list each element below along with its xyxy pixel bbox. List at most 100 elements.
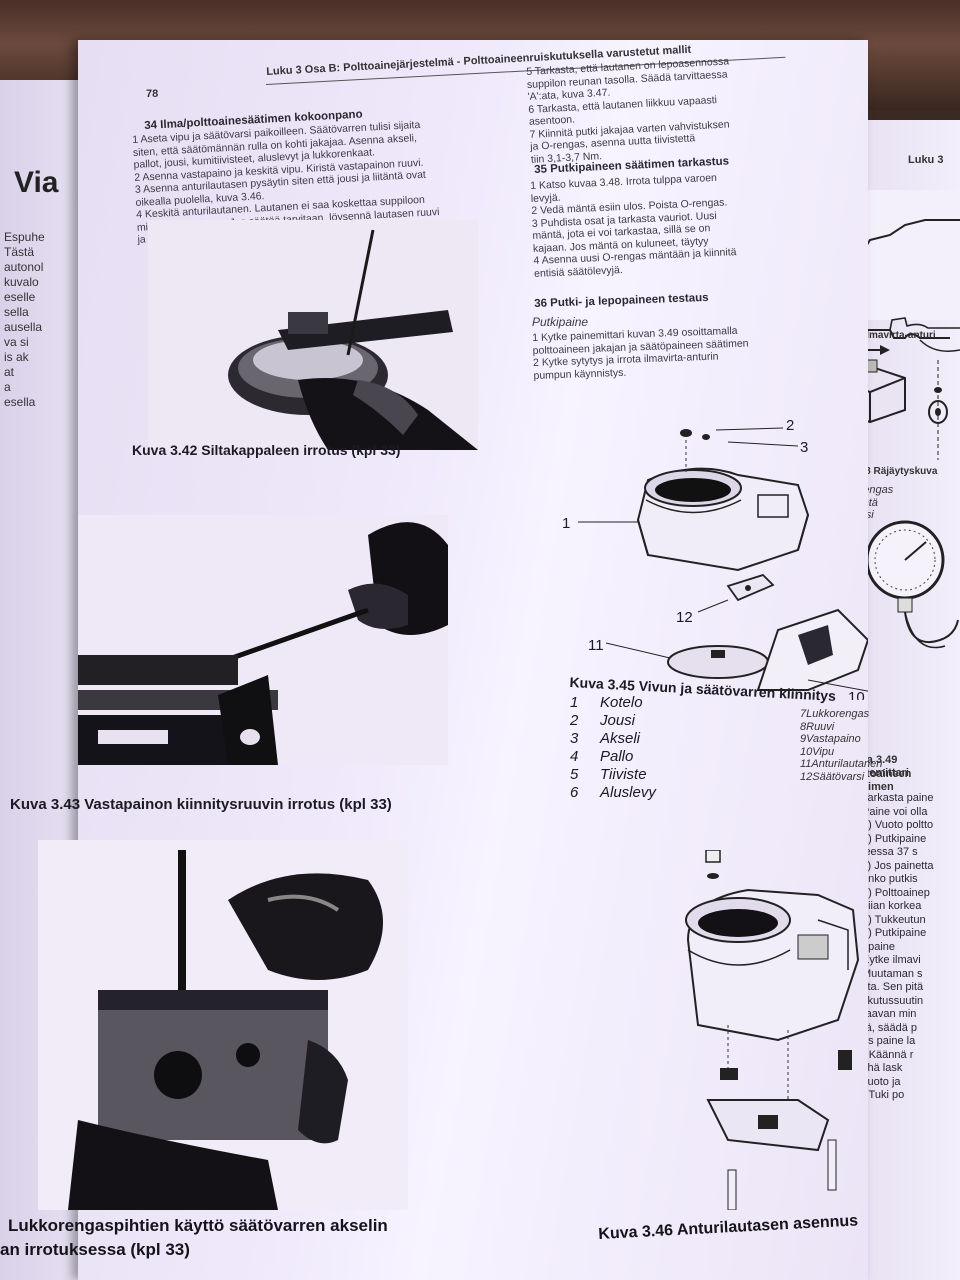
right-page-header: Luku 3 <box>908 154 944 166</box>
fig346-caption: Kuva 3.46 Anturilautasen asennus <box>598 1212 859 1243</box>
legend-label: Jousi <box>600 712 636 729</box>
section36-body: 1 Kytke painemittari kuvan 3.49 osoittam… <box>532 324 750 382</box>
legend-item: 10Vipu <box>800 746 882 759</box>
fig342-photo <box>148 220 478 450</box>
legend-number: 9 <box>800 733 807 745</box>
left-page-fragment: kuvalo <box>4 275 39 289</box>
right-page-line: onko putkis <box>862 873 918 885</box>
legend-item: 4 Pallo <box>570 748 656 766</box>
right-page-line: a) Tukkeutun <box>862 913 926 926</box>
legend-label: Lukkorengas <box>806 708 870 720</box>
legend-label: Vastapaino <box>806 733 861 745</box>
left-page-fragment: a <box>4 380 11 394</box>
right-page-line: Kytke ilmavi <box>862 954 921 966</box>
left-page-fragment: ausella <box>4 320 43 334</box>
fig343-caption: Kuva 3.43 Vastapainon kiinnitysruuvin ir… <box>10 796 392 813</box>
legend-label: Säätövarsi <box>812 770 865 783</box>
fig347-caption: Kuva 3.47 Ilmavirta-anturi <box>814 330 936 341</box>
legend-number: 1 <box>570 694 579 711</box>
fig344-caption-line2: an irrotuksessa (kpl 33) <box>0 1240 190 1259</box>
legend-item: 12Säätövarsi <box>800 771 882 784</box>
legend-number: 5 <box>570 766 579 783</box>
callout-12: 12 <box>676 609 693 626</box>
fig344-caption-line1: Lukkorengaspihtien käyttö säätövarren ak… <box>8 1216 388 1235</box>
legend-number: 8 <box>800 720 807 733</box>
left-page-fragment: Espuhe <box>4 230 45 244</box>
legend-item: 6 Aluslevy <box>570 784 656 802</box>
legend-item: 9Vastapaino <box>800 733 882 746</box>
fig345-legend-left: 1 Kotelo 2 Jousi 3 Akseli 4 Pallo 5 Tiiviste 6 Alus… <box>570 694 656 802</box>
right-page-line: d) Polttoainep <box>862 886 930 899</box>
legend-number: 3 <box>570 730 579 747</box>
left-page-fragment: eselle <box>4 290 36 304</box>
right-page-line: Muutaman s <box>862 967 923 980</box>
legend-number: 6 <box>570 784 579 801</box>
left-page-fragment: at <box>4 365 15 379</box>
right-page-line: ) Käännä r <box>862 1048 914 1061</box>
section36-subheading: Putkipaine <box>532 315 589 329</box>
main-page: 78 Luku 3 Osa B: Polttoainejärjestelmä -… <box>0 40 882 1280</box>
right-page-line: Liian korkea <box>862 900 922 912</box>
legend-label: Tiiviste <box>600 766 647 783</box>
legend-item: 8Ruuvi <box>800 721 882 734</box>
right-page-line: leessa 37 s <box>862 846 918 858</box>
fig348-caption: Kuva 3.48 Räjäytyskuva <box>824 466 938 477</box>
callout-10: 10 <box>848 689 865 700</box>
fig349-gauge-illustration <box>865 520 959 649</box>
fig343-photo <box>78 515 448 765</box>
right-page-line: a) Vuoto poltto <box>862 819 934 831</box>
left-page-fragment: autonol <box>4 260 44 274</box>
left-page-fragment: sella <box>4 305 29 319</box>
fig342-caption: Kuva 3.42 Siltakappaleen irrotus (kpl 33… <box>132 442 401 458</box>
legend-number: 4 <box>570 748 579 765</box>
page-number: 78 <box>146 88 159 100</box>
right-page-line: skutussuutin <box>862 994 924 1007</box>
callout-11: 11 <box>588 637 604 654</box>
legend-number: 11 <box>800 758 812 770</box>
legend-label: Pallo <box>600 748 634 765</box>
legend-label: Anturilautanen <box>811 758 883 770</box>
right-page-line: os paine la <box>862 1035 916 1047</box>
legend-label: Ruuvi <box>806 720 835 733</box>
fig345-diagram: 2 3 1 12 11 10 <box>558 400 874 706</box>
legend-label: Vipu <box>812 745 835 758</box>
callout-1: 1 <box>562 515 570 532</box>
col2-top-body: 5 Tarkasta, että lautanen on lepoasennos… <box>526 55 734 165</box>
legend-label: Akseli <box>600 730 641 747</box>
callout-2: 2 <box>786 417 794 434</box>
right-page-line: rä, säädä p <box>862 1021 918 1034</box>
legend-item: 2 Jousi <box>570 712 656 730</box>
legend-label: Kotelo <box>600 694 643 711</box>
legend-label: Aluslevy <box>600 784 656 801</box>
right-page-line: sta. Sen pitä <box>862 981 924 993</box>
left-page-heading: Via <box>14 166 59 199</box>
legend-number: 7 <box>800 708 807 720</box>
legend-item: 11Anturilautanen <box>800 758 882 771</box>
right-page-line: Tarkasta paine <box>862 792 934 804</box>
legend-number: 10 <box>800 745 813 758</box>
left-page-fragment: is ak <box>4 350 29 364</box>
section35-body: 1 Katso kuvaa 3.48. Irrota tulppa varoen… <box>530 171 737 280</box>
callout-3: 3 <box>800 439 808 456</box>
fig344-photo <box>38 840 408 1210</box>
legend-number: 2 <box>570 712 579 729</box>
right-page-line: c) Jos painetta <box>862 859 934 872</box>
right-page-line: b) Putkipaine <box>862 832 927 845</box>
left-page-fragment: esella <box>4 395 36 409</box>
right-page-line: opaine <box>862 940 896 953</box>
right-page-line: raavan min <box>862 1008 917 1020</box>
legend-item: 7Lukkorengas <box>800 708 882 721</box>
left-page-fragment: Tästä <box>4 245 35 259</box>
left-page-fragment: va si <box>4 335 29 349</box>
legend-item: 5 Tiiviste <box>570 766 656 784</box>
right-page-line: vuoto ja <box>862 1075 901 1088</box>
fig346-diagram <box>668 849 868 1211</box>
legend-number: 12 <box>800 770 813 783</box>
right-page-line: b) Putkipaine <box>862 927 927 939</box>
legend-item: 1 Kotelo <box>570 694 656 712</box>
right-page-line: ) Tuki po <box>862 1089 905 1101</box>
right-page-line: Paine voi olla <box>862 805 928 818</box>
right-page-line: yhä lask <box>862 1062 903 1074</box>
